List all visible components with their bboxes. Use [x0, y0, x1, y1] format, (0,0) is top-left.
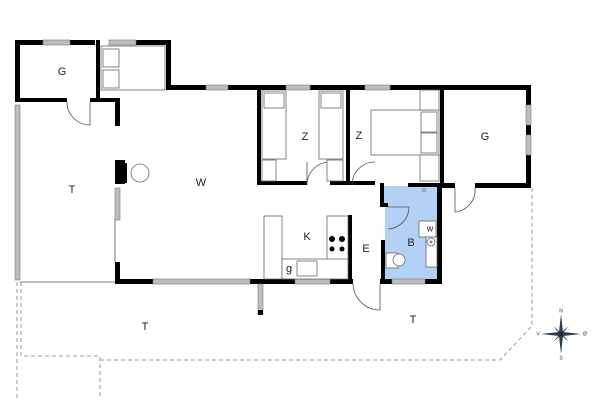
room-label-entrance: E — [362, 243, 369, 255]
label-washer: w — [426, 223, 434, 233]
door-storage[interactable] — [66, 101, 91, 126]
room-label-storage-1: G — [58, 66, 67, 78]
walls — [15, 40, 531, 284]
doors[interactable] — [66, 101, 476, 311]
door-entrance[interactable] — [352, 283, 381, 311]
door-storage-right[interactable] — [454, 187, 476, 213]
terrace-outline-left — [16, 282, 101, 398]
windows — [14, 39, 532, 315]
room-label-bedroom-1: Z — [302, 131, 309, 143]
room-label-bedroom-2: Z — [356, 130, 363, 142]
compass-west: V — [536, 331, 540, 337]
room-label-bathroom: B — [407, 237, 414, 249]
compass-east: Ø — [583, 331, 587, 337]
furniture — [100, 45, 440, 280]
room-label-terrace-1: T — [69, 184, 76, 196]
compass-north: N — [559, 308, 563, 314]
room-label-terrace-2: T — [142, 321, 149, 333]
label-dishwasher: g — [286, 263, 292, 275]
room-label-storage-2: G — [481, 131, 490, 143]
door-bathroom[interactable] — [387, 206, 410, 230]
room-label-kitchen: K — [303, 231, 311, 243]
terrace-outline-right — [100, 188, 533, 361]
compass-south: S — [559, 355, 563, 361]
door-bedroom-1[interactable] — [306, 161, 331, 186]
door-bedroom-2[interactable] — [351, 161, 376, 186]
room-label-living: W — [196, 177, 207, 189]
room-label-terrace-3: T — [410, 314, 417, 326]
compass-rose-icon: N S V Ø — [536, 308, 587, 361]
